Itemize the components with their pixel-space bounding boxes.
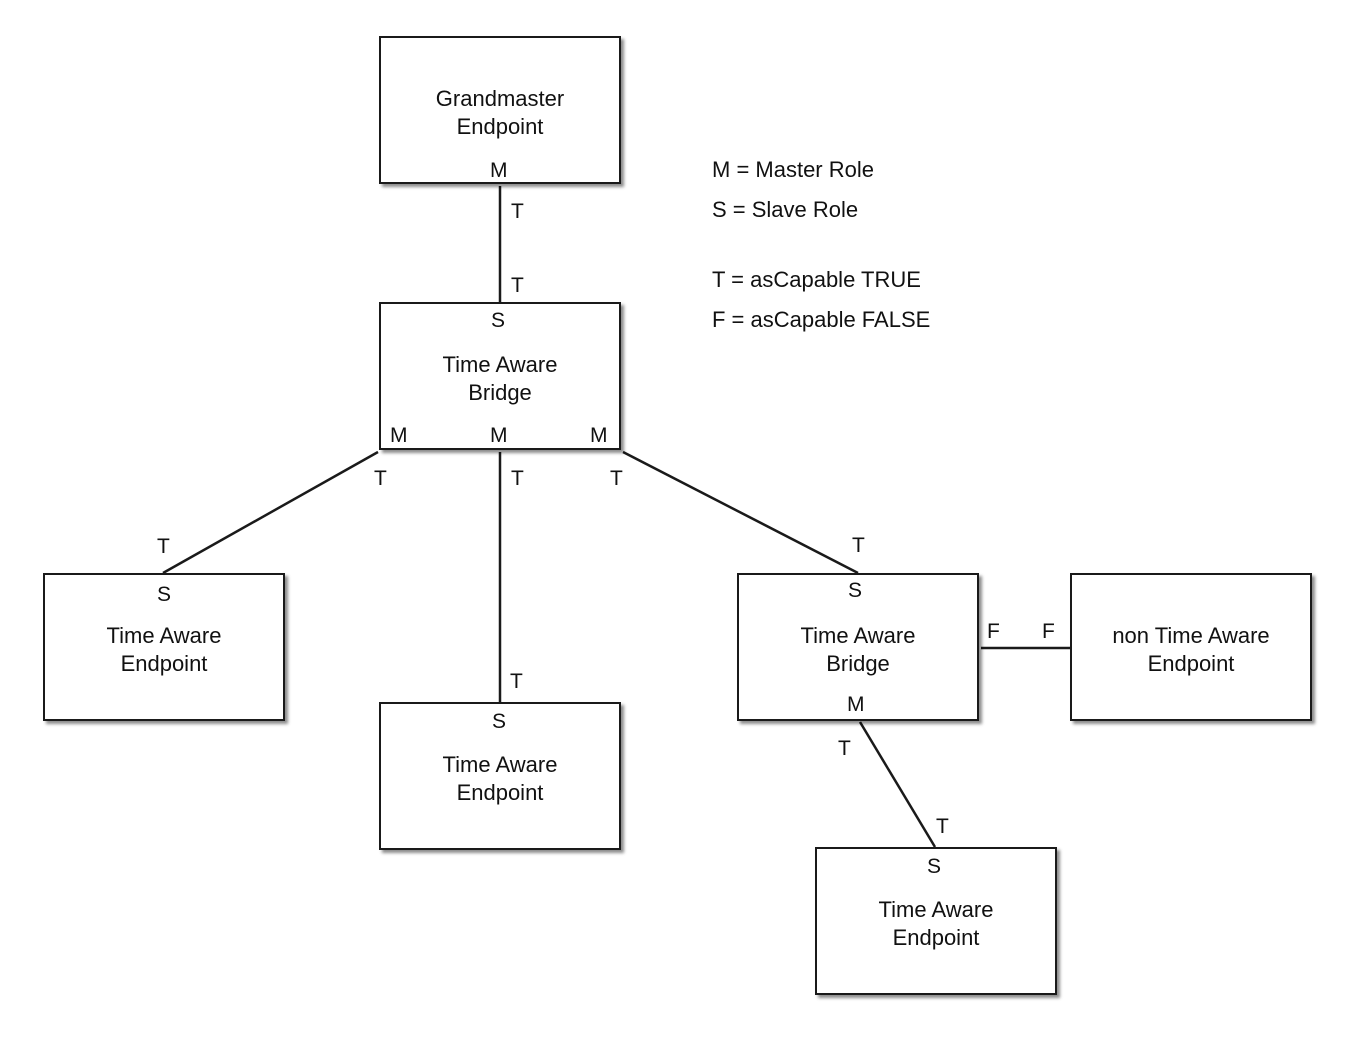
legend-ascapable-true: T = asCapable TRUE [712,267,921,292]
link-bridge-right-bridge [622,450,859,575]
node-title: Time Aware Endpoint [106,623,222,676]
capable-flag-true: T [511,467,524,490]
capable-flag-false: F [987,620,1000,643]
capable-flag-true: T [936,815,949,838]
node-title: Time Aware Endpoint [442,752,558,805]
port-role-master: M [590,424,608,447]
link-bridge-bottom-endpoint [858,721,937,848]
capable-flag-true: T [511,274,524,297]
port-role-slave: S [492,710,507,733]
port-role-slave: S [927,855,942,878]
time-aware-endpoint-bottom-box: Time Aware Endpoint [815,847,1057,995]
port-role-master: M [390,424,408,447]
capable-flag-true: T [510,670,523,693]
port-role-slave: S [491,309,506,332]
legend-master-role: M = Master Role [712,157,874,182]
port-role-master: M [490,424,508,447]
capable-flag-true: T [374,467,387,490]
capable-flag-true: T [511,200,524,223]
port-role-master: M [490,159,508,182]
capable-flag-true: T [157,535,170,558]
node-title: Grandmaster Endpoint [435,86,565,139]
time-aware-bridge-top-box: Time Aware Bridge [379,302,621,450]
node-title: Time Aware Endpoint [878,897,994,950]
capable-flag-true: T [852,534,865,557]
port-role-slave: S [157,583,172,606]
non-time-aware-endpoint-box: non Time Aware Endpoint [1070,573,1312,721]
node-title: Time Aware Bridge [800,623,916,676]
capable-flag-false: F [1042,620,1055,643]
grandmaster-endpoint-box: Grandmaster Endpoint [379,36,621,184]
time-aware-endpoint-middle-box: Time Aware Endpoint [379,702,621,850]
node-title: Time Aware Bridge [442,352,558,405]
node-title: non Time Aware Endpoint [1112,623,1270,676]
time-aware-endpoint-left-box: Time Aware Endpoint [43,573,285,721]
link-bridge-left-endpoint [162,450,379,575]
legend-ascapable-false: F = asCapable FALSE [712,307,931,332]
capable-flag-true: T [838,737,851,760]
port-role-master: M [847,693,865,716]
capable-flag-true: T [610,467,623,490]
legend-slave-role: S = Slave Role [712,197,859,222]
time-aware-bridge-right-box: Time Aware Bridge [737,573,979,721]
port-role-slave: S [848,579,863,602]
